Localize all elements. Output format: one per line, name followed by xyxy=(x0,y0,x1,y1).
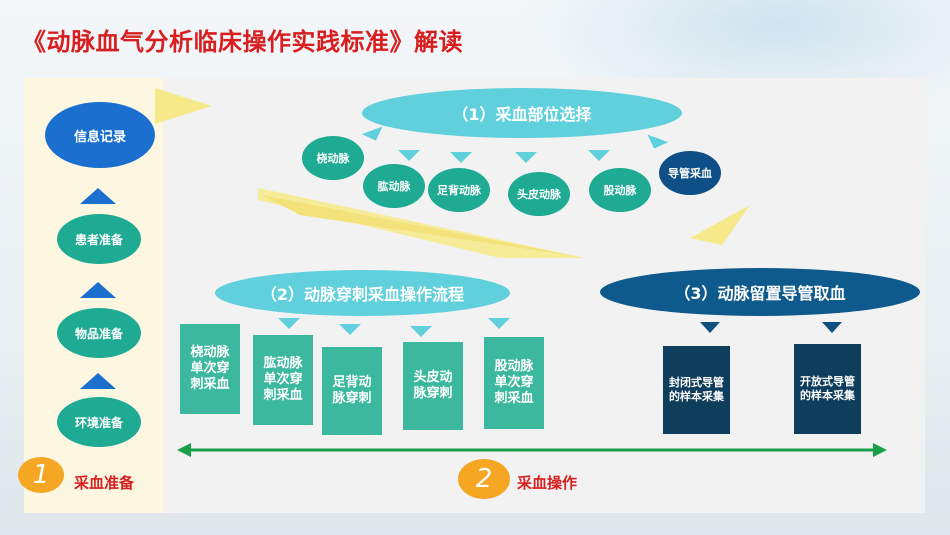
phase-number-2: 2 xyxy=(458,459,510,499)
prep-item-patient: 患者准备 xyxy=(57,214,141,264)
callout-arrow-top xyxy=(155,88,212,124)
pointer-icon xyxy=(700,322,720,333)
site-scalp: 头皮动脉 xyxy=(508,172,570,216)
prep-item-info-record: 信息记录 xyxy=(45,102,155,168)
step-femoral-puncture: 股动脉单次穿刺采血 xyxy=(484,337,544,429)
method-open-catheter: 开放式导管的样本采集 xyxy=(794,344,861,434)
phase-label-prep: 采血准备 xyxy=(74,474,135,492)
site-selection-header: （1）采血部位选择 xyxy=(362,88,682,138)
prep-item-environment: 环境准备 xyxy=(57,397,141,447)
puncture-header: （2）动脉穿刺采血操作流程 xyxy=(215,270,510,316)
callout-wedge-right xyxy=(690,205,750,245)
catheter-header: （3）动脉留置导管取血 xyxy=(600,268,920,316)
page-title: 《动脉血气分析临床操作实践标准》解读 xyxy=(22,28,463,56)
pointer-icon xyxy=(278,318,300,329)
step-radial-puncture: 桡动脉单次穿刺采血 xyxy=(180,324,240,414)
arrow-up-icon xyxy=(80,282,116,298)
callout-band-lower xyxy=(262,195,575,256)
site-dorsalis-pedis: 足背动脉 xyxy=(428,168,490,212)
arrow-up-icon xyxy=(80,373,116,389)
pointer-icon xyxy=(398,150,420,161)
step-scalp-puncture: 头皮动脉穿刺 xyxy=(403,342,463,430)
phase-label-operation: 采血操作 xyxy=(517,474,578,492)
site-radial: 桡动脉 xyxy=(302,136,364,180)
step-dorsalis-pedis-puncture: 足背动脉穿刺 xyxy=(322,347,382,435)
method-closed-catheter: 封闭式导管的样本采集 xyxy=(663,346,730,434)
site-catheter: 导管采血 xyxy=(659,151,721,195)
callout-band xyxy=(258,188,585,258)
timeline-double-arrow xyxy=(177,443,887,457)
step-brachial-puncture: 肱动脉单次穿刺采血 xyxy=(253,335,313,425)
pointer-icon xyxy=(822,322,842,333)
pointer-icon xyxy=(588,150,610,161)
prep-item-supplies: 物品准备 xyxy=(57,308,141,358)
site-brachial: 肱动脉 xyxy=(363,164,425,208)
arrow-up-icon xyxy=(80,188,116,204)
pointer-icon xyxy=(515,152,537,163)
pointer-icon xyxy=(410,326,432,337)
pointer-icon xyxy=(488,318,510,329)
site-femoral: 股动脉 xyxy=(589,168,651,212)
phase-number-1: 1 xyxy=(18,457,64,493)
pointer-icon xyxy=(339,324,361,335)
pointer-icon xyxy=(450,152,472,163)
